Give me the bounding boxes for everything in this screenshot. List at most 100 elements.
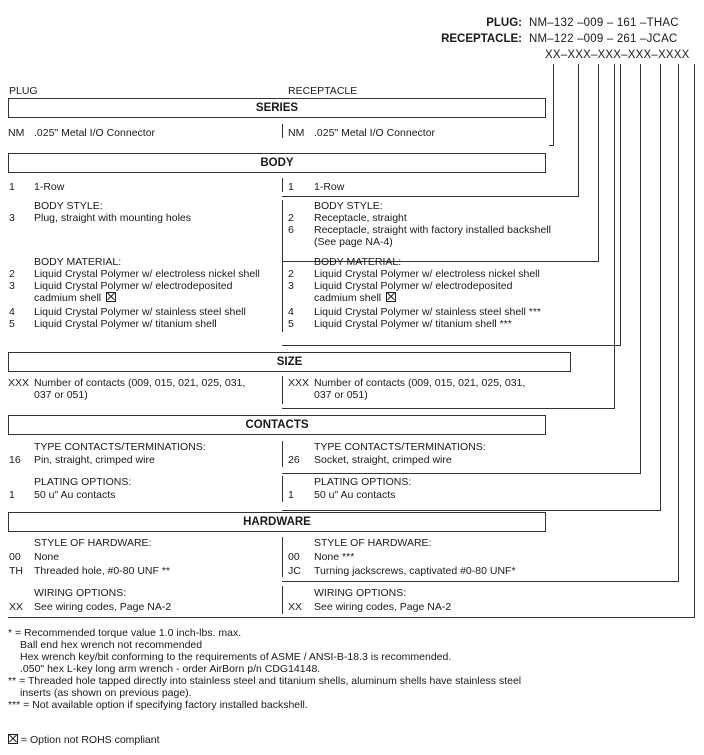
series-plug-text: .025" Metal I/O Connector bbox=[34, 127, 156, 139]
wiring-receptacle-code: XX bbox=[288, 601, 303, 613]
body-style-receptacle-text: (See page NA-4) bbox=[314, 236, 393, 248]
contacts-plating-receptacle-heading: PLATING OPTIONS: bbox=[314, 476, 412, 488]
wiring-plug-heading: WIRING OPTIONS: bbox=[34, 587, 127, 599]
material-plug-text: Liquid Crystal Polymer w/ titanium shell bbox=[34, 318, 217, 330]
contacts-plating-plug-code: 1 bbox=[9, 489, 15, 501]
material-plug-cadmium-text: cadmium shell bbox=[34, 292, 102, 304]
hardware-style-plug-heading: STYLE OF HARDWARE: bbox=[34, 537, 152, 549]
footnote-hex-wrench: Hex wrench key/bit conforming to the req… bbox=[20, 651, 452, 663]
contacts-type-plug-heading: TYPE CONTACTS/TERMINATIONS: bbox=[34, 441, 206, 453]
hardware-plug-code: TH bbox=[9, 565, 23, 577]
rohs-legend-text: = Option not ROHS compliant bbox=[20, 734, 160, 746]
footnote-threaded-hole: ** = Threaded hole tapped directly into … bbox=[8, 675, 522, 687]
not-rohs-icon bbox=[106, 292, 117, 302]
material-receptacle-text: Liquid Crystal Polymer w/ electrodeposit… bbox=[314, 280, 513, 292]
connector-type-h bbox=[282, 473, 641, 474]
contacts-type-plug-text: Pin, straight, crimped wire bbox=[34, 454, 155, 466]
hardware-receptacle-code: JC bbox=[288, 565, 301, 577]
size-plug-line1: Number of contacts (009, 015, 021, 025, … bbox=[34, 377, 246, 389]
body-material-divider bbox=[282, 256, 283, 332]
size-header: SIZE bbox=[8, 352, 571, 372]
contacts-type-receptacle-text: Socket, straight, crimped wire bbox=[314, 454, 452, 466]
body-style-receptacle-heading: BODY STYLE: bbox=[314, 200, 383, 212]
series-header: SERIES bbox=[8, 98, 546, 118]
connector-series-v bbox=[553, 64, 554, 145]
material-plug-code: 4 bbox=[9, 306, 15, 318]
contacts-type-plug-code: 16 bbox=[9, 454, 21, 466]
contacts-plating-plug-heading: PLATING OPTIONS: bbox=[34, 476, 132, 488]
footnote-inserts: inserts (as shown on previous page). bbox=[20, 687, 192, 699]
size-receptacle-line2: 037 or 051) bbox=[314, 389, 368, 401]
material-plug-code: 3 bbox=[9, 280, 15, 292]
material-plug-text: cadmium shell bbox=[34, 292, 117, 304]
series-receptacle-code: NM bbox=[288, 127, 305, 139]
size-divider bbox=[282, 376, 283, 404]
body-style-plug-heading: BODY STYLE: bbox=[34, 200, 103, 212]
body-style-plug-text: Plug, straight with mounting holes bbox=[34, 212, 192, 224]
material-receptacle-text: Liquid Crystal Polymer w/ electroless ni… bbox=[314, 268, 540, 280]
plug-code: NM–132 –009 – 161 –THAC bbox=[529, 17, 679, 29]
connector-plating-h bbox=[282, 510, 661, 511]
connector-series-h bbox=[549, 145, 554, 146]
material-receptacle-text: cadmium shell bbox=[314, 292, 397, 304]
footnote-l-key: .050" hex L-key long arm wrench - order … bbox=[20, 663, 321, 675]
material-plug-text: Liquid Crystal Polymer w/ electroless ni… bbox=[34, 268, 260, 280]
hardware-style-receptacle-heading: STYLE OF HARDWARE: bbox=[314, 537, 432, 549]
material-plug-text: Liquid Crystal Polymer w/ stainless stee… bbox=[34, 306, 246, 318]
contacts-type-divider bbox=[282, 441, 283, 467]
hardware-receptacle-text: None *** bbox=[314, 551, 355, 563]
body-rows-divider bbox=[282, 178, 283, 192]
hardware-style-divider bbox=[282, 537, 283, 577]
rohs-legend: = Option not ROHS compliant bbox=[8, 734, 160, 746]
material-receptacle-code: 2 bbox=[288, 268, 294, 280]
body-material-receptacle-heading: BODY MATERIAL: bbox=[314, 256, 402, 268]
connector-hardware-v bbox=[678, 64, 679, 581]
connector-material-v bbox=[620, 64, 621, 345]
wiring-receptacle-heading: WIRING OPTIONS: bbox=[314, 587, 407, 599]
connector-wiring-v bbox=[694, 64, 695, 617]
template-code: XX–XXX–XXX–XXX–XXXX bbox=[545, 49, 690, 61]
hardware-plug-text: Threaded hole, #0-80 UNF ** bbox=[34, 565, 170, 577]
size-plug-code: XXX bbox=[8, 377, 30, 389]
not-rohs-icon bbox=[8, 734, 18, 744]
body-rows-receptacle-text: 1-Row bbox=[314, 181, 345, 193]
connector-size-h bbox=[282, 408, 615, 409]
connector-rows-v bbox=[578, 64, 579, 196]
contacts-plating-divider bbox=[282, 476, 283, 502]
hardware-receptacle-code: 00 bbox=[288, 551, 300, 563]
footnote-ball-end: Ball end hex wrench not recommended bbox=[20, 639, 203, 651]
body-style-receptacle-code: 2 bbox=[288, 212, 294, 224]
size-receptacle-code: XXX bbox=[288, 377, 310, 389]
connector-material-h bbox=[282, 345, 621, 346]
hardware-header: HARDWARE bbox=[8, 512, 546, 532]
wiring-plug-code: XX bbox=[9, 601, 24, 613]
size-receptacle-line1: Number of contacts (009, 015, 021, 025, … bbox=[314, 377, 526, 389]
body-style-receptacle-code: 6 bbox=[288, 224, 294, 236]
plug-column-header: PLUG bbox=[9, 85, 38, 97]
connector-size-v bbox=[614, 64, 615, 408]
material-plug-text: Liquid Crystal Polymer w/ electrodeposit… bbox=[34, 280, 233, 292]
material-receptacle-text: Liquid Crystal Polymer w/ stainless stee… bbox=[314, 306, 542, 318]
material-receptacle-code: 5 bbox=[288, 318, 294, 330]
material-receptacle-code: 3 bbox=[288, 280, 294, 292]
hardware-receptacle-text: Turning jackscrews, captivated #0-80 UNF… bbox=[314, 565, 516, 577]
body-rows-receptacle-code: 1 bbox=[288, 181, 294, 193]
receptacle-column-header: RECEPTACLE bbox=[288, 85, 358, 97]
contacts-plating-receptacle-code: 1 bbox=[288, 489, 294, 501]
hardware-plug-code: 00 bbox=[9, 551, 21, 563]
wiring-plug-text: See wiring codes, Page NA-2 bbox=[34, 601, 172, 613]
material-plug-code: 5 bbox=[9, 318, 15, 330]
footnote-not-available: *** = Not available option if specifying… bbox=[8, 699, 308, 711]
body-style-divider bbox=[282, 200, 283, 258]
contacts-plating-receptacle-text: 50 u" Au contacts bbox=[314, 489, 396, 501]
receptacle-label: RECEPTACLE: bbox=[441, 33, 522, 45]
contacts-header: CONTACTS bbox=[8, 415, 546, 435]
body-rows-plug-text: 1-Row bbox=[34, 181, 65, 193]
body-material-plug-heading: BODY MATERIAL: bbox=[34, 256, 122, 268]
connector-plating-v bbox=[660, 64, 661, 510]
connector-rows-h bbox=[282, 196, 579, 197]
plug-label: PLUG: bbox=[486, 17, 522, 29]
footnote-torque: * = Recommended torque value 1.0 inch-lb… bbox=[8, 627, 242, 639]
material-receptacle-code: 4 bbox=[288, 306, 294, 318]
body-rows-plug-code: 1 bbox=[9, 181, 15, 193]
